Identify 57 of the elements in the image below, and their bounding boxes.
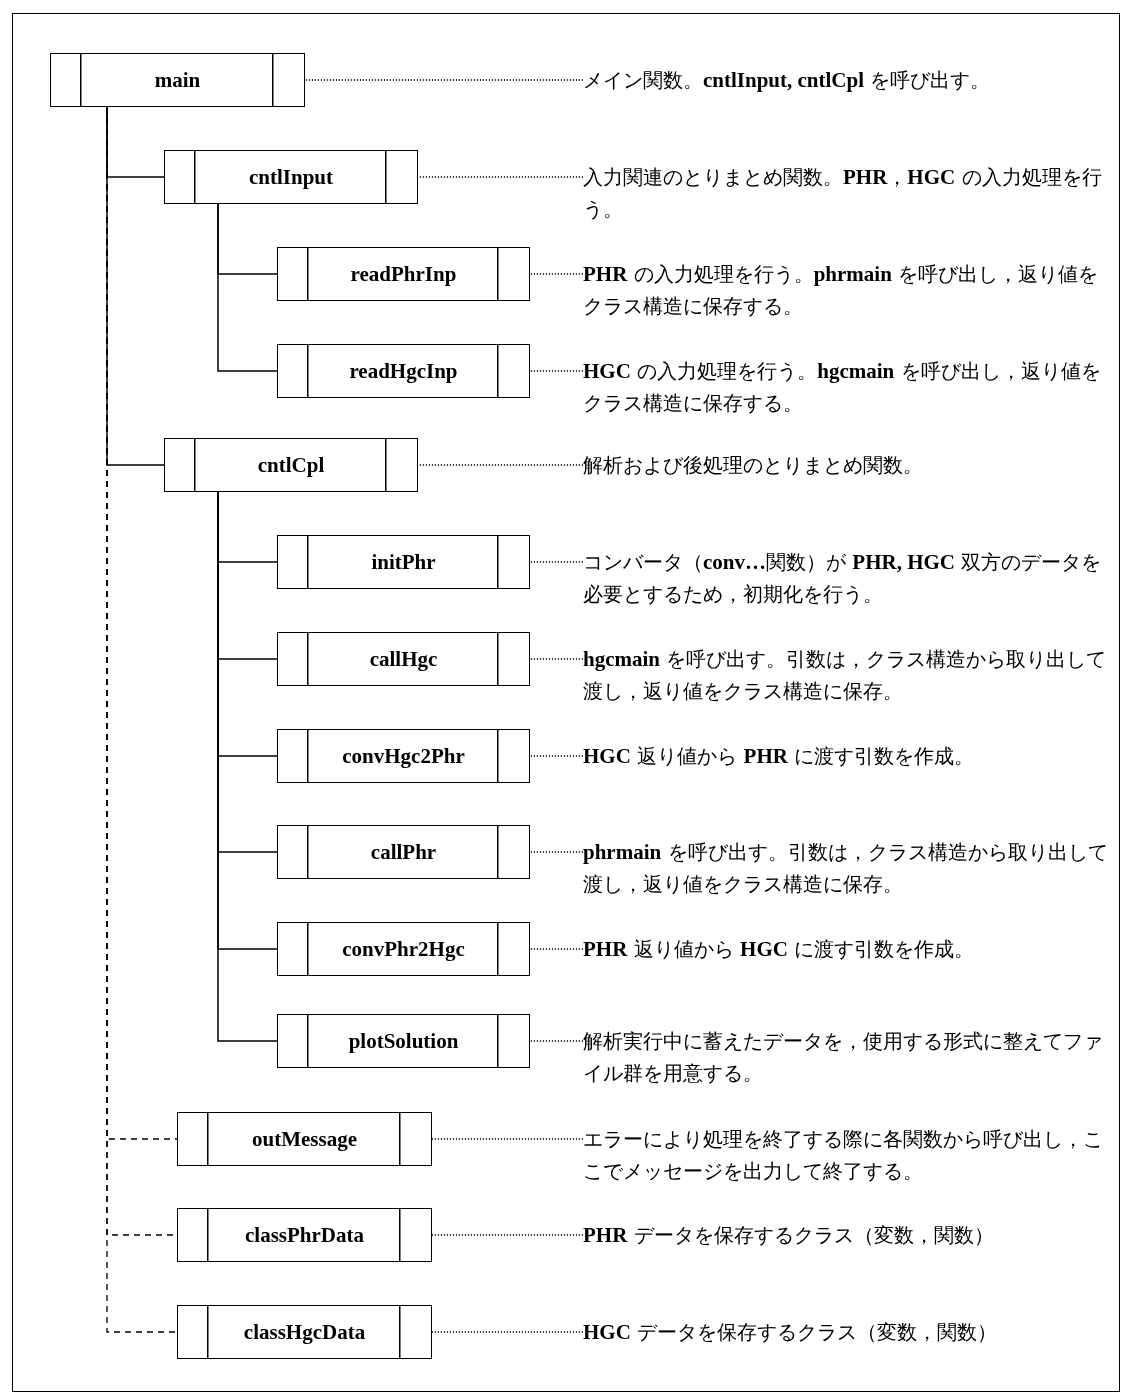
function-box (164, 438, 418, 492)
function-name: main (154, 67, 201, 93)
function-box (177, 1305, 432, 1359)
leader-line (529, 755, 584, 757)
description-text: PHR データを保存するクラス（変数，関数） (583, 1219, 1113, 1251)
function-box (177, 1208, 432, 1262)
description-text: メイン関数。cntlInput, cntlCpl を呼び出す。 (583, 64, 1113, 96)
function-box (50, 53, 305, 107)
function-box (277, 632, 530, 686)
leader-line (529, 851, 584, 853)
description-text: HGC の入力処理を行う。hgcmain を呼び出し，返り値をクラス構造に保存する。 (583, 355, 1113, 419)
leader-line (529, 273, 584, 275)
function-name: initPhr (371, 549, 436, 575)
leader-line (417, 176, 584, 178)
description-text: コンバータ（conv…関数）が PHR, HGC 双方のデータを必要とするため，初期化を行う。 (583, 546, 1113, 610)
leader-line (417, 464, 584, 466)
function-name: cntlInput (249, 164, 333, 190)
function-box (277, 247, 530, 301)
description-text: 解析実行中に蓄えたデータを，使用する形式に整えてファイル群を用意する。 (583, 1025, 1113, 1089)
leader-line (529, 948, 584, 950)
function-box (277, 344, 530, 398)
function-box (164, 150, 418, 204)
function-box (277, 729, 530, 783)
function-box (177, 1112, 432, 1166)
description-text: 入力関連のとりまとめ関数。PHR，HGC の入力処理を行う。 (583, 161, 1113, 225)
leader-line (304, 79, 584, 81)
function-box (277, 1014, 530, 1068)
description-text: phrmain を呼び出す。引数は，クラス構造から取り出して渡し，返り値をクラス構造に保存。 (583, 836, 1113, 900)
function-box (277, 825, 530, 879)
function-name: classHgcData (243, 1319, 366, 1345)
leader-line (431, 1234, 584, 1236)
leader-line (529, 561, 584, 563)
description-text: hgcmain を呼び出す。引数は，クラス構造から取り出して渡し，返り値をクラス構造に保存。 (583, 643, 1113, 707)
function-name: readPhrInp (350, 261, 457, 287)
description-text: PHR の入力処理を行う。phrmain を呼び出し，返り値をクラス構造に保存する。 (583, 258, 1113, 322)
leader-line (529, 370, 584, 372)
description-text: PHR 返り値から HGC に渡す引数を作成。 (583, 933, 1113, 965)
description-text: HGC 返り値から PHR に渡す引数を作成。 (583, 740, 1113, 772)
function-name: classPhrData (245, 1222, 364, 1248)
function-name: cntlCpl (257, 452, 325, 478)
leader-line (529, 1040, 584, 1042)
function-name: convPhr2Hgc (342, 936, 465, 962)
description-text: 解析および後処理のとりまとめ関数。 (583, 449, 1113, 481)
leader-line (431, 1331, 584, 1333)
leader-line (529, 658, 584, 660)
function-box (277, 922, 530, 976)
function-name: plotSolution (348, 1028, 459, 1054)
function-box (277, 535, 530, 589)
function-name: outMessage (252, 1126, 357, 1152)
function-name: readHgcInp (349, 358, 458, 384)
description-text: HGC データを保存するクラス（変数，関数） (583, 1316, 1113, 1348)
tree-connector (217, 203, 278, 372)
leader-line (431, 1138, 584, 1140)
function-name: callPhr (370, 839, 437, 865)
description-text: エラーにより処理を終了する際に各関数から呼び出し，ここでメッセージを出力して終了する。 (583, 1123, 1113, 1187)
function-name: callHgc (369, 646, 438, 672)
function-name: convHgc2Phr (342, 743, 465, 769)
